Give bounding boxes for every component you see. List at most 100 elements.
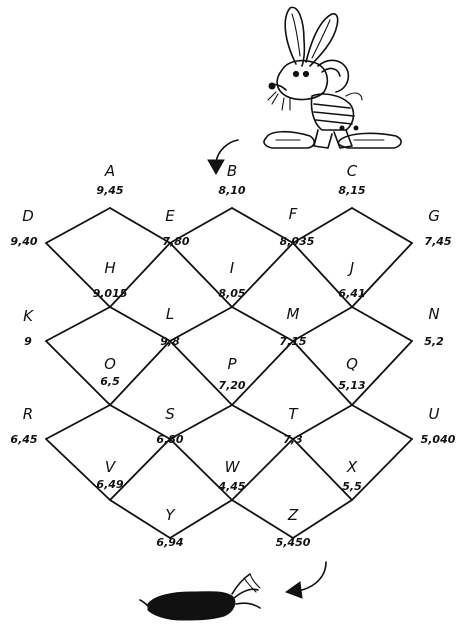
node-v: V 6,49	[96, 458, 123, 491]
node-letter: L	[166, 305, 174, 323]
edge-p-s	[169, 404, 233, 440]
node-value: 6,49	[96, 478, 123, 491]
node-letter: E	[165, 207, 175, 225]
edge-o-r	[45, 404, 111, 440]
node-letter: O	[104, 355, 116, 373]
node-value: 9	[24, 335, 32, 348]
edge-b-e	[169, 207, 233, 244]
node-letter: D	[22, 207, 34, 225]
node-value: 8,10	[218, 184, 245, 197]
edge-f-i	[231, 242, 294, 308]
edge-l-o	[109, 340, 171, 406]
node-h: H 9,015	[93, 259, 128, 300]
node-letter: P	[227, 355, 237, 373]
edge-d-h	[45, 242, 111, 308]
edge-s-v	[109, 438, 171, 501]
node-l: L9,8	[160, 305, 180, 348]
edge-b-f	[231, 207, 294, 244]
node-value: 8,15	[338, 184, 365, 197]
edge-c-g	[351, 207, 413, 244]
node-value: 8,05	[218, 287, 245, 300]
node-value: 5,2	[424, 335, 444, 348]
edge-g-j	[351, 242, 413, 308]
edge-i-m	[231, 306, 294, 342]
rabbit-icon	[263, 6, 402, 149]
node-letter: T	[288, 405, 299, 423]
node-letter: W	[225, 458, 241, 476]
edge-j-m	[292, 306, 353, 342]
node-y: Y6,94	[156, 506, 183, 549]
edge-x-z	[292, 499, 353, 539]
node-value: 5,13	[338, 379, 365, 392]
node-letter: I	[230, 259, 235, 277]
node-value: 9,015	[93, 287, 128, 300]
node-value: 7,45	[424, 235, 451, 248]
node-p: P7,20	[218, 355, 245, 392]
edge-n-q	[351, 340, 413, 406]
node-i: I 8,05	[218, 259, 245, 300]
node-o: O 6,5	[100, 355, 120, 388]
edge-m-q	[292, 340, 353, 406]
node-x: X 5,5	[342, 458, 362, 493]
edge-k-o	[45, 340, 111, 406]
edge-q-t	[292, 404, 353, 440]
node-c: C8,15	[338, 162, 365, 197]
node-letter: G	[428, 207, 440, 225]
node-letter: U	[429, 405, 440, 423]
node-a: A 9,45	[96, 162, 123, 197]
node-r: R6,45	[10, 405, 37, 446]
node-m: M 7,15	[279, 305, 306, 348]
node-letter: S	[165, 405, 175, 423]
node-letter: M	[287, 305, 300, 323]
node-letter: A	[104, 162, 115, 180]
node-letter: J	[347, 259, 354, 277]
node-value: 5,5	[342, 480, 362, 493]
node-e: E 7,80	[162, 207, 189, 248]
edge-h-k	[45, 306, 111, 342]
node-letter: B	[227, 162, 237, 180]
node-f: F 8,035	[280, 205, 315, 248]
edge-s-w	[169, 438, 233, 501]
edge-a-d	[45, 207, 111, 244]
edge-e-i	[169, 242, 233, 308]
node-q: Q 5,13	[338, 355, 365, 392]
node-n: N 5,2	[424, 305, 444, 348]
edge-u-x	[351, 438, 413, 501]
node-value: 6,5	[100, 375, 120, 388]
edge-m-p	[231, 340, 294, 406]
edges	[45, 207, 413, 539]
node-value: 8,035	[280, 235, 315, 248]
edge-t-w	[231, 438, 294, 501]
node-z: Z5,450	[276, 506, 311, 549]
edge-l-p	[169, 340, 233, 406]
node-letter: X	[346, 458, 358, 476]
edge-w-z	[231, 499, 294, 539]
edge-a-e	[109, 207, 171, 244]
edge-q-u	[351, 404, 413, 440]
node-letter: V	[105, 458, 117, 476]
node-letter: N	[428, 305, 439, 323]
node-k: K9	[23, 307, 34, 348]
edge-r-v	[45, 438, 111, 501]
node-letter: F	[289, 205, 298, 223]
edge-i-l	[169, 306, 233, 342]
node-value: 6,45	[10, 433, 37, 446]
edge-h-l	[109, 306, 171, 342]
node-u: U 5,040	[421, 405, 456, 446]
node-value: 5,040	[421, 433, 456, 446]
node-value: 9,45	[96, 184, 123, 197]
node-value: 6,80	[156, 433, 183, 446]
node-value: 6,94	[156, 536, 183, 549]
node-value: 7,80	[162, 235, 189, 248]
node-letter: Q	[346, 355, 358, 373]
node-value: 5,450	[276, 536, 311, 549]
node-value: 7,3	[283, 433, 303, 446]
edge-p-t	[231, 404, 294, 440]
edge-v-y	[109, 499, 171, 539]
edge-w-y	[169, 499, 233, 539]
node-letter: H	[104, 259, 115, 277]
node-value: 7,15	[279, 335, 306, 348]
node-value: 6,41	[338, 287, 365, 300]
